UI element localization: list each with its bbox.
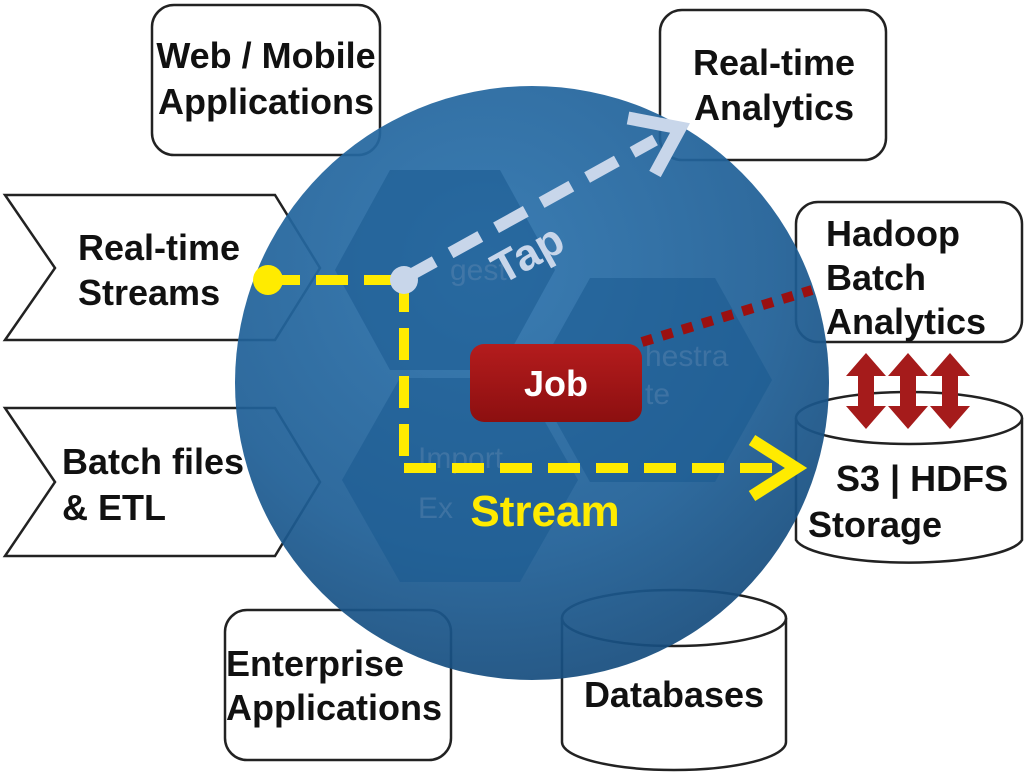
web-mobile-label-1: Web / Mobile [156,35,375,76]
storage-label-2: Storage [808,504,942,545]
realtime-analytics-label-2: Analytics [694,87,854,128]
job-label: Job [524,363,588,404]
hadoop-job-link [640,285,814,347]
job-box [470,344,642,422]
realtime-streams-label-2: Streams [78,272,220,313]
realtime-streams-label-1: Real-time [78,227,240,268]
stream-label: Stream [470,487,619,536]
realtime-analytics-node [658,8,888,162]
stream-path [253,265,808,502]
s3-hdfs-storage-node [794,390,1024,564]
batch-files-label-1: Batch files [62,441,244,482]
realtime-analytics-label-1: Real-time [693,42,855,83]
enterprise-label-2: Applications [226,687,442,728]
databases-label: Databases [584,674,764,715]
web-mobile-applications-node [150,3,382,157]
tap-arrow [402,111,690,284]
batch-files-label-2: & ETL [62,487,166,528]
hex-orchestrate-label-2: te [645,378,670,411]
web-mobile-label-2: Applications [158,81,374,122]
storage-label-1: S3 | HDFS [836,458,1008,500]
storage-transfer-arrows [846,353,970,429]
hex-ingest-label: gest [450,254,507,287]
hadoop-label-1: Hadoop [826,213,960,254]
hex-orchestrate [533,278,772,482]
hex-orchestrate-label-1: hestra [645,340,729,373]
hadoop-label-3: Analytics [826,301,986,342]
tap-junction-icon [390,266,418,294]
hex-export-label-2: Ex [418,492,453,525]
enterprise-applications-node [223,608,453,762]
hadoop-label-2: Batch [826,257,926,298]
enterprise-label-1: Enterprise [226,643,404,684]
